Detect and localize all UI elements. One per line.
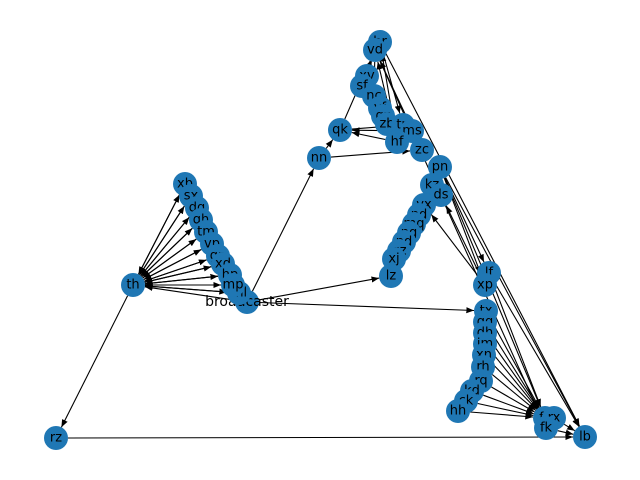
edge-xd-to-th	[144, 266, 212, 284]
edge-rz-to-lb	[67, 433, 574, 441]
edge-xn-to-fz	[491, 363, 538, 410]
node-label-broadcaster: broadcaster	[205, 294, 289, 310]
edge-broadcaster-to-th	[144, 284, 236, 301]
edge-sx-to-th	[139, 205, 185, 276]
node-mp: mp	[221, 273, 245, 297]
node-zc: zc	[410, 138, 434, 162]
node-hh: hh	[446, 399, 470, 423]
node-circle-pn	[428, 155, 452, 179]
edge-kd-to-fz	[483, 394, 534, 415]
edge-tm-to-th	[142, 238, 197, 279]
node-label-lf: lf	[485, 266, 494, 281]
edge-hp-to-th	[144, 275, 219, 287]
node-circle-nn	[307, 146, 331, 170]
node-circle-hh	[446, 399, 470, 423]
node-hf: hf	[385, 130, 409, 154]
node-circle-vd	[363, 38, 387, 62]
node-label-qk: qk	[332, 123, 348, 138]
node-circle-qk	[328, 118, 352, 142]
edge-ck-to-fz	[477, 402, 534, 417]
node-label-zc: zc	[415, 143, 429, 158]
edge-fk-to-lb	[557, 429, 574, 436]
node-lz: lz	[379, 264, 403, 288]
node-label-nn: nn	[311, 151, 327, 166]
edge-rh-to-fz	[491, 374, 537, 411]
node-pn: pn	[428, 155, 452, 179]
node-circle-mp	[221, 273, 245, 297]
node-label-pn: pn	[432, 160, 449, 175]
node-circle-lb	[573, 425, 597, 449]
edge-lf-to-lb	[494, 283, 580, 427]
node-label-xp: xp	[477, 278, 493, 293]
edge-nn-to-qk	[325, 139, 334, 149]
edge-rx-to-lb	[563, 423, 576, 432]
node-circle-xp	[473, 273, 497, 297]
node-circle-lz	[379, 264, 403, 288]
edge-broadcaster-to-lz	[258, 276, 380, 301]
edge-broadcaster-to-tx	[258, 301, 475, 314]
node-circle-th	[121, 273, 145, 297]
node-circle-fk	[534, 416, 558, 440]
edge-xb-to-th	[138, 194, 180, 275]
node-th: th	[121, 273, 145, 297]
node-label-hf: hf	[391, 135, 404, 150]
node-label-sf: sf	[356, 79, 368, 94]
edge-dh-to-fz	[491, 342, 539, 409]
edge-dg-to-th	[140, 216, 190, 277]
edge-xp-to-ds	[445, 205, 481, 275]
nodes-layer: thrzbroadcastermlxbsxdgqhtmvpgpxdhpmpnnq…	[44, 30, 597, 450]
node-nn: nn	[307, 146, 331, 170]
node-label-ms: ms	[402, 124, 422, 139]
node-circle-zc	[410, 138, 434, 162]
edge-br-to-lb	[385, 52, 580, 427]
edge-qq-to-fz	[490, 331, 540, 409]
node-label-th: th	[126, 278, 139, 293]
node-circle-rz	[44, 426, 68, 450]
node-label-ds: ds	[433, 188, 448, 203]
edge-gp-to-th	[144, 259, 207, 282]
node-circle-hf	[385, 130, 409, 154]
edge-xp-to-vx	[430, 214, 479, 276]
node-label-lz: lz	[386, 269, 397, 284]
node-rz: rz	[44, 426, 68, 450]
edge-jm-to-fz	[492, 352, 538, 410]
node-label-hh: hh	[450, 404, 466, 419]
edge-broadcaster-to-nn	[251, 168, 315, 292]
edge-vp-to-th	[143, 249, 202, 280]
edge-hh-to-fz	[469, 411, 534, 420]
node-label-lb: lb	[579, 430, 591, 445]
node-lb: lb	[573, 425, 597, 449]
node-label-fk: fk	[540, 421, 553, 436]
edge-th-to-rz	[60, 295, 129, 428]
node-vd: vd	[363, 38, 387, 62]
edge-ml-to-th	[144, 283, 228, 293]
edge-hf-to-qk	[351, 131, 386, 141]
node-label-vd: vd	[367, 43, 383, 58]
node-label-mp: mp	[223, 278, 244, 293]
edge-lf-to-fz	[492, 284, 542, 407]
edge-pn-to-lb	[445, 177, 580, 427]
edges-layer	[60, 52, 580, 441]
edge-xv-to-vd	[366, 61, 373, 70]
node-qk: qk	[328, 118, 352, 142]
edge-rq-to-fz	[491, 386, 535, 413]
edge-tx-to-fz	[491, 321, 540, 408]
node-label-xj: xj	[388, 252, 399, 267]
edge-qh-to-th	[141, 227, 193, 278]
node-xp: xp	[473, 273, 497, 297]
node-label-zb: zb	[379, 117, 394, 132]
node-fk: fk	[534, 416, 558, 440]
node-label-rz: rz	[50, 431, 62, 446]
